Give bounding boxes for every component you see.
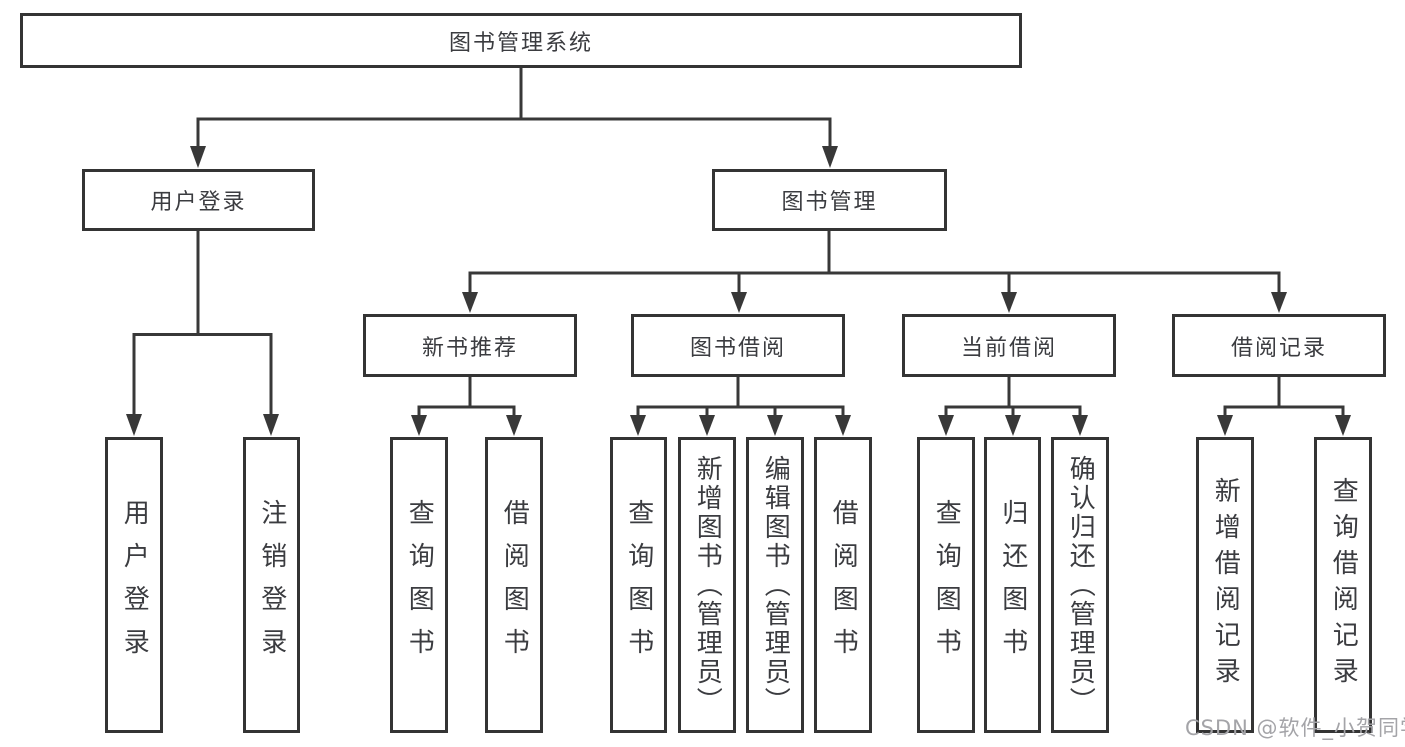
leaf-current-query-books: 查询图书 [917,437,975,733]
leaf-edit-books-admin: 编辑图书（管理员） [746,437,804,733]
leaf-confirm-return-admin-label: 确认归还（管理员） [1065,454,1096,716]
node-borrow-records-label: 借阅记录 [1230,335,1327,361]
node-user-login: 用户登录 [82,169,315,231]
leaf-logout-label: 注销登录 [256,499,287,671]
edge-records-to-leaves [1217,377,1351,436]
csdn-watermark: CSDN @软件_小贺同学 [1185,716,1405,740]
node-root-label: 图书管理系统 [448,30,593,56]
edge-borrow-to-leaves [630,377,851,436]
leaf-borrow-query-books: 查询图书 [610,437,667,733]
leaf-current-query-books-label: 查询图书 [931,499,962,671]
leaf-query-borrow-record: 查询借阅记录 [1314,437,1372,733]
node-book-borrow: 图书借阅 [631,314,845,377]
leaf-edit-books-admin-label: 编辑图书（管理员） [760,454,791,716]
leaf-recommend-borrow-books: 借阅图书 [485,437,543,733]
leaf-add-books-admin: 新增图书（管理员） [678,437,736,733]
leaf-add-books-admin-label: 新增图书（管理员） [692,454,723,716]
leaf-borrow-books: 借阅图书 [814,437,872,733]
node-current-borrow: 当前借阅 [902,314,1116,377]
leaf-logout: 注销登录 [243,437,300,733]
leaf-add-borrow-record-label: 新增借阅记录 [1210,477,1241,693]
leaf-user-login: 用户登录 [105,437,163,733]
leaf-user-login-label: 用户登录 [119,499,150,671]
leaf-recommend-query-books-label: 查询图书 [404,499,435,671]
node-user-login-label: 用户登录 [150,190,247,215]
node-new-book-recommend: 新书推荐 [363,314,577,377]
node-book-borrow-label: 图书借阅 [689,335,786,361]
node-book-management-label: 图书管理 [781,190,878,215]
leaf-return-books-label: 归还图书 [997,499,1028,671]
node-book-management: 图书管理 [712,169,947,231]
edge-current-to-leaves [938,377,1088,436]
leaf-query-borrow-record-label: 查询借阅记录 [1328,477,1359,693]
leaf-borrow-books-label: 借阅图书 [828,499,859,671]
edge-recommend-to-leaves [411,377,522,436]
edge-book-management-to-level3 [462,231,1287,313]
node-new-book-recommend-label: 新书推荐 [421,335,518,361]
leaf-return-books: 归还图书 [984,437,1041,733]
leaf-recommend-query-books: 查询图书 [390,437,448,733]
node-current-borrow-label: 当前借阅 [960,335,1057,361]
leaf-borrow-query-books-label: 查询图书 [623,499,654,671]
edge-user-login-to-leaves [126,231,279,436]
edge-root-to-level2 [190,67,838,168]
leaf-add-borrow-record: 新增借阅记录 [1196,437,1254,733]
node-borrow-records: 借阅记录 [1172,314,1386,377]
node-root-system: 图书管理系统 [20,13,1022,68]
leaf-confirm-return-admin: 确认归还（管理员） [1051,437,1109,733]
leaf-recommend-borrow-books-label: 借阅图书 [499,499,530,671]
